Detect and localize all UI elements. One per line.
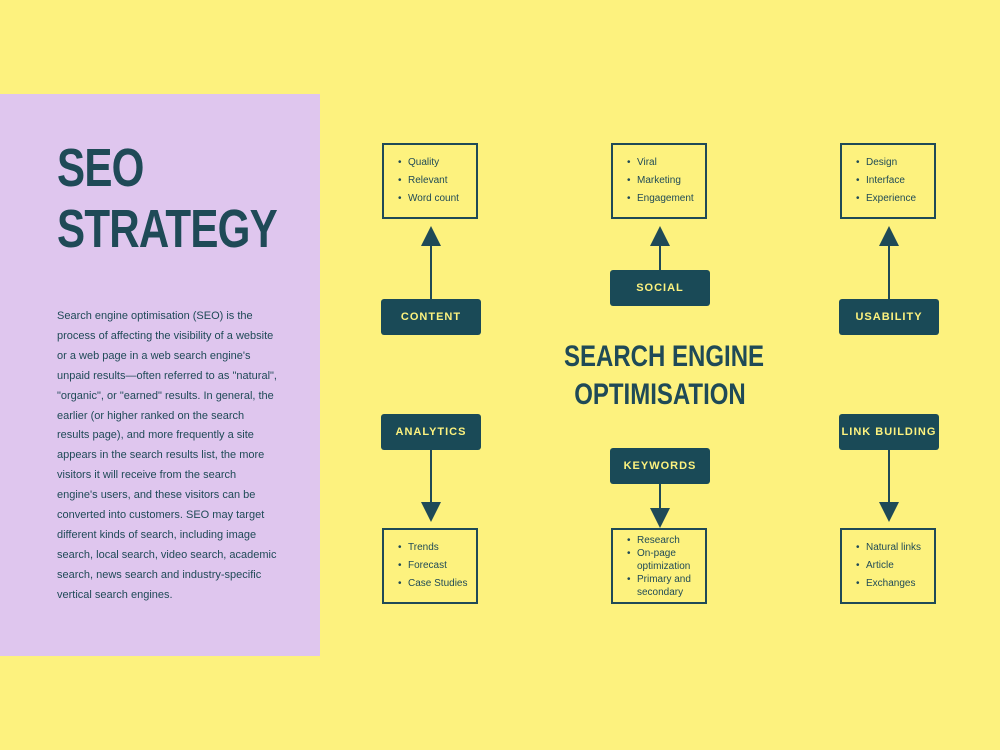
center-title-line-2: OPTIMISATION — [574, 378, 746, 411]
diagram-center-title: SEARCH ENGINE OPTIMISATION — [564, 338, 765, 414]
page-title: SEO STRATEGY — [57, 138, 278, 260]
node-social-label: SOCIAL — [636, 282, 684, 294]
list-item: Research — [627, 534, 701, 547]
list-item: Trends — [398, 539, 472, 557]
node-analytics-label: ANALYTICS — [395, 426, 467, 438]
node-usability: USABILITY — [839, 299, 939, 335]
list-item: Interface — [856, 172, 930, 190]
node-link-building-label: LINK BUILDING — [841, 426, 937, 438]
link-building-details-box: Natural links Article Exchanges — [840, 528, 936, 604]
node-content-label: CONTENT — [400, 311, 462, 323]
node-keywords-label: KEYWORDS — [623, 460, 697, 472]
list-item: Word count — [398, 190, 472, 208]
node-social: SOCIAL — [610, 270, 710, 306]
page-title-line-2: STRATEGY — [57, 199, 278, 259]
left-panel — [0, 94, 320, 656]
node-usability-label: USABILITY — [855, 311, 923, 323]
page-description: Search engine optimisation (SEO) is the … — [57, 310, 277, 601]
keywords-details-box: Research On-page optimization Primary an… — [611, 528, 707, 604]
list-item: On-page optimization — [627, 547, 701, 573]
node-keywords: KEYWORDS — [610, 448, 710, 484]
node-link-building: LINK BUILDING — [839, 414, 939, 450]
list-item: Experience — [856, 190, 930, 208]
list-item: Relevant — [398, 172, 472, 190]
node-content: CONTENT — [381, 299, 481, 335]
list-item: Forecast — [398, 557, 472, 575]
list-item: Article — [856, 557, 930, 575]
list-item: Viral — [627, 154, 701, 172]
list-item: Engagement — [627, 190, 701, 208]
list-item: Design — [856, 154, 930, 172]
content-details-box: Quality Relevant Word count — [382, 143, 478, 219]
list-item: Primary and secondary — [627, 573, 701, 599]
center-title-line-1: SEARCH ENGINE — [564, 340, 765, 373]
list-item: Natural links — [856, 539, 930, 557]
page-title-line-1: SEO — [57, 138, 144, 198]
list-item: Case Studies — [398, 575, 472, 593]
list-item: Quality — [398, 154, 472, 172]
social-details-box: Viral Marketing Engagement — [611, 143, 707, 219]
list-item: Exchanges — [856, 575, 930, 593]
list-item: Marketing — [627, 172, 701, 190]
analytics-details-box: Trends Forecast Case Studies — [382, 528, 478, 604]
node-analytics: ANALYTICS — [381, 414, 481, 450]
usability-details-box: Design Interface Experience — [840, 143, 936, 219]
